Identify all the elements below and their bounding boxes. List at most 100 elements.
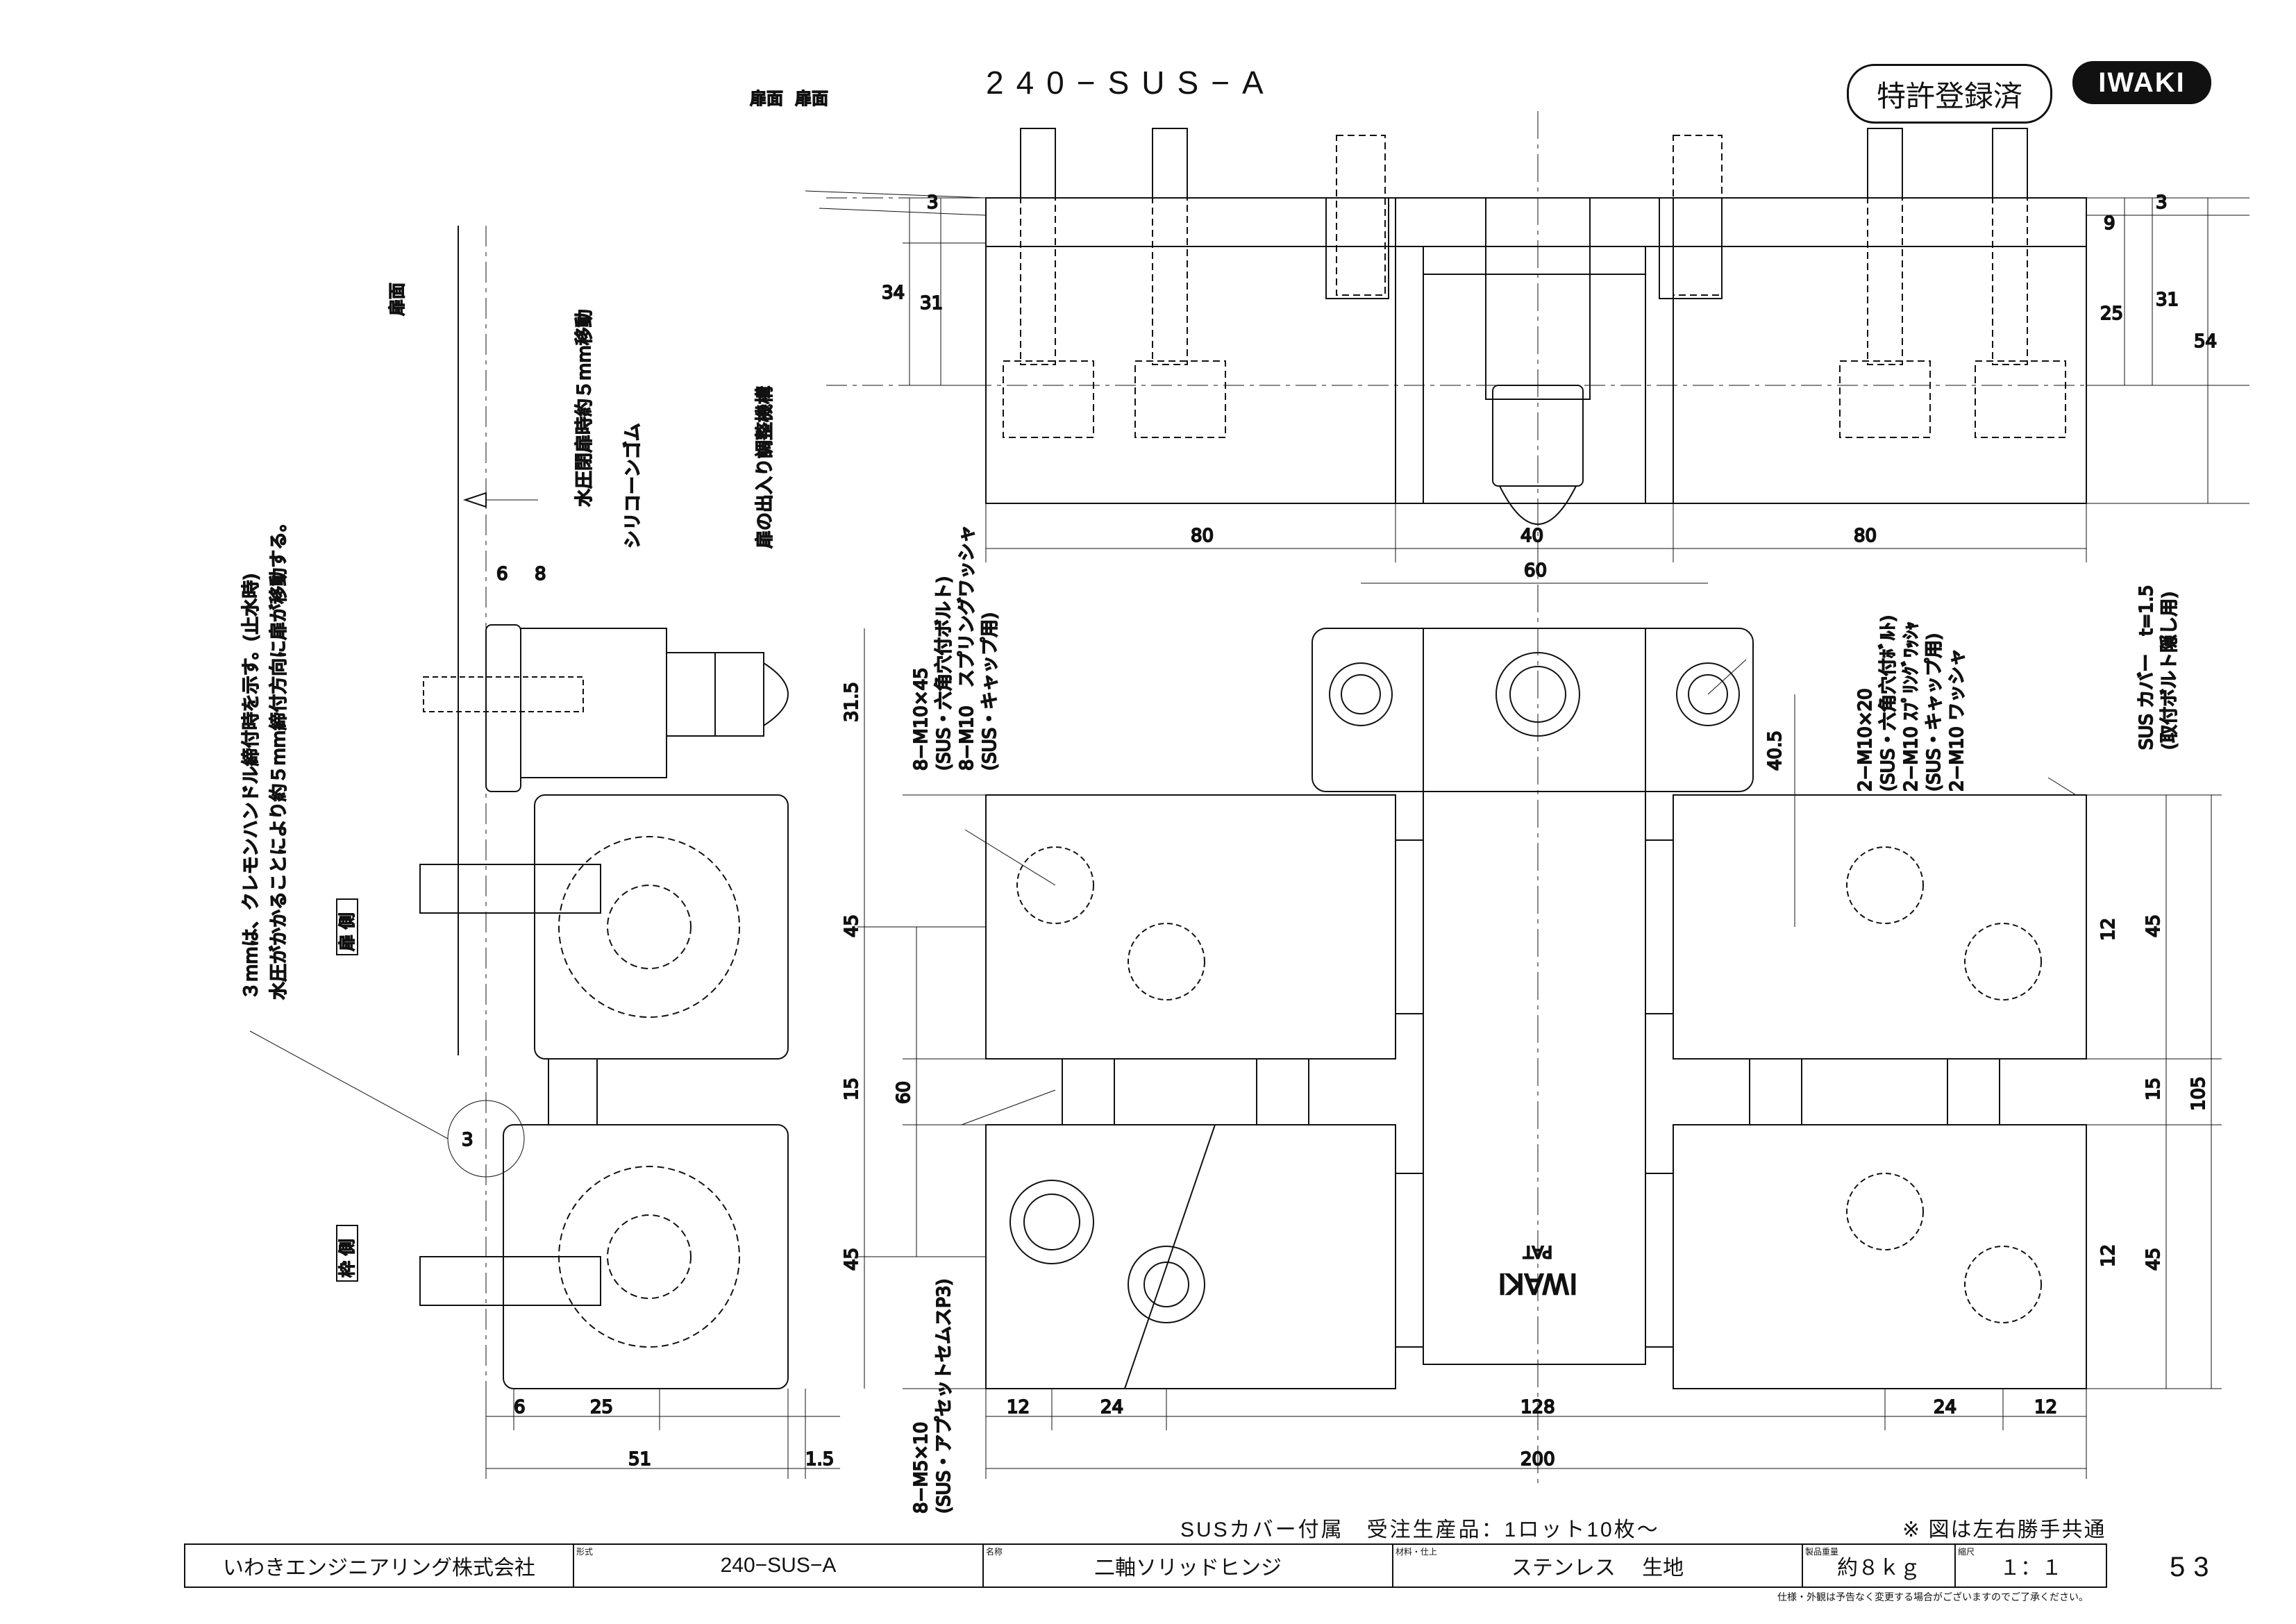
top-nut [1492, 385, 1584, 487]
center-stamp-iwaki: IWAKI [1498, 1267, 1578, 1299]
tb-model: 形式 240−SUS−A [574, 1545, 984, 1587]
tb-company-value: いわきエンジニアリング株式会社 [223, 1557, 535, 1580]
dim-top-25: 25 [2100, 303, 2123, 324]
dim-top-34: 34 [882, 283, 905, 303]
dim-top-54: 54 [2194, 331, 2217, 352]
svg-text:2−M10 ワッシャ: 2−M10 ワッシャ [1947, 648, 1968, 792]
cover-spec-annotation: SUS カバー t=1.5 (取付ボルト隠し用) [2136, 584, 2181, 751]
side-upper-block [534, 794, 789, 1060]
footer-disclaimer: 仕様・外観は予告なく変更する場合がございますのでご了承ください。 [1777, 1591, 2088, 1602]
side-dim-8: 8 [535, 564, 546, 585]
svg-text:(SUS・六角穴付ﾎﾞﾙﾄ): (SUS・六角穴付ﾎﾞﾙﾄ) [1878, 615, 1899, 792]
svg-text:(SUS・六角穴付ボルト): (SUS・六角穴付ボルト) [934, 576, 955, 771]
svg-text:2−M10 ｽﾌﾟﾘﾝｸﾞﾜｯｼｬ: 2−M10 ｽﾌﾟﾘﾝｸﾞﾜｯｼｬ [1901, 621, 1922, 792]
side-dim-51: 51 [628, 1449, 651, 1470]
side-view [249, 226, 840, 1479]
top-plate [985, 197, 2087, 247]
dim-12-right: 12 [2034, 1397, 2057, 1418]
dim-128: 128 [1520, 1397, 1555, 1418]
top-center-block [1423, 274, 1646, 504]
dim-12-b: 12 [2098, 1244, 2119, 1267]
dim-60-left: 60 [894, 1081, 914, 1104]
top-bolts [1003, 128, 2066, 438]
svg-text:8−M10×45: 8−M10×45 [911, 667, 932, 771]
dim-top-31: 31 [920, 293, 943, 314]
label-door-side: 扉 側 [337, 912, 357, 951]
tb-material: 材料・仕上 ステンレス 生地 [1393, 1545, 1803, 1587]
front-leaf-tl [985, 794, 1396, 1060]
set-spec-annotation: 8−M5×10 (SUS・アプセットセムスP3) [910, 1278, 955, 1514]
side-dim-6-bot: 6 [514, 1397, 526, 1418]
tb-material-label: 材料・仕上 [1396, 1547, 1438, 1557]
dim-105: 105 [2188, 1076, 2209, 1111]
dim-40-5: 40.5 [1765, 730, 1786, 771]
dim-top-40: 40 [1520, 526, 1543, 546]
front-bolt-heads [1009, 652, 2042, 1323]
side-nut [548, 1058, 598, 1125]
dim-200: 200 [1520, 1449, 1555, 1470]
label-note-line1: ３mmは、クレモンハンドル締付時を示す。(止水時) [241, 574, 262, 1000]
side-adjuster [520, 628, 667, 778]
cover-note: SUSカバー付属 受注生産品：1ロット10枚〜 [1180, 1518, 1660, 1541]
top-left-leaf [985, 197, 1396, 504]
tb-weight: 製品重量 約８ｋｇ [1803, 1545, 1956, 1587]
dim-24-left: 24 [1100, 1397, 1123, 1418]
tb-name-value: 二軸ソリッドヒンジ [1094, 1557, 1282, 1580]
svg-text:(SUS・キャップ用): (SUS・キャップ用) [980, 612, 1000, 771]
label-door-face-b: 扉面 [795, 89, 828, 108]
front-leaf-bl [985, 1124, 1396, 1389]
drawing-title: 240−SUS−A [986, 65, 1276, 101]
dim-45-d: 45 [2143, 1248, 2164, 1271]
dim-45-a: 45 [841, 914, 862, 937]
side-dim-6-top: 6 [496, 564, 508, 585]
dim-15-right: 15 [2143, 1078, 2164, 1100]
side-dim-3: 3 [462, 1130, 474, 1150]
tb-scale-value: １：１ [2000, 1557, 2062, 1580]
top-right-leaf [1673, 197, 2087, 504]
side-dim-1-5: 1.5 [805, 1449, 834, 1470]
dim-31-5: 31.5 [841, 682, 862, 722]
title-block: いわきエンジニアリング株式会社 形式 240−SUS−A 名称 二軸ソリッドヒン… [184, 1543, 2107, 1588]
tb-weight-label: 製品重量 [1805, 1547, 1839, 1557]
page-number: 53 [2170, 1552, 2218, 1582]
right-spec-annotation: 2−M10×20 (SUS・六角穴付ﾎﾞﾙﾄ) 2−M10 ｽﾌﾟﾘﾝｸﾞﾜｯｼ… [1854, 614, 1968, 792]
dim-top-80-left: 80 [1191, 526, 1214, 546]
dim-12-a: 12 [2098, 918, 2119, 941]
dim-45-b: 45 [841, 1248, 862, 1271]
side-door-plate [485, 624, 521, 792]
dim-top-3-right: 3 [2156, 192, 2168, 213]
dim-60-top: 60 [1524, 560, 1547, 581]
svg-text:SUS カバー t=1.5: SUS カバー t=1.5 [2136, 585, 2157, 750]
dim-top-3: 3 [927, 192, 939, 213]
dim-15: 15 [841, 1078, 862, 1100]
label-note-line2: 水圧がかかることにより約５mm締付方向に扉が移動する。 [269, 514, 290, 1000]
svg-text:(SUS・アプセットセムスP3): (SUS・アプセットセムスP3) [934, 1278, 955, 1514]
tb-scale: 縮尺 １：１ [1956, 1545, 2106, 1587]
label-door-face-c: 扉面 [387, 283, 407, 316]
label-silicone: シリコーンゴム [623, 423, 644, 549]
dim-45-c: 45 [2143, 914, 2164, 937]
svg-text:2−M10×20: 2−M10×20 [1855, 688, 1876, 792]
label-frame-side: 枠 側 [337, 1239, 357, 1278]
patent-badge: 特許登録済 [1847, 64, 2052, 124]
top-view [805, 111, 2249, 1486]
svg-text:8−M5×10: 8−M5×10 [911, 1422, 932, 1514]
bolt-spec-annotation: 8−M10×45 (SUS・六角穴付ボルト) 8−M10 スプリングワッシャ (… [910, 524, 1001, 771]
front-nuts [1062, 1058, 2000, 1125]
tb-company: いわきエンジニアリング株式会社 [185, 1545, 574, 1587]
svg-text:(SUS・キャップ用): (SUS・キャップ用) [1924, 633, 1945, 792]
tb-material-value: ステンレス 生地 [1511, 1557, 1684, 1580]
center-stamp-pat: PAT [1523, 1242, 1552, 1262]
dim-top-31-right: 31 [2156, 290, 2179, 310]
tb-model-label: 形式 [576, 1547, 594, 1557]
tb-model-value: 240−SUS−A [720, 1554, 837, 1577]
tb-name-label: 名称 [986, 1547, 1003, 1557]
front-leaf-br [1673, 1124, 2087, 1389]
svg-text:(取付ボルト隠し用): (取付ボルト隠し用) [2159, 592, 2180, 750]
tb-name: 名称 二軸ソリッドヒンジ [984, 1545, 1393, 1587]
label-move-note: 水圧閉扉時約５mm移動 [574, 309, 595, 507]
front-leaf-tr [1673, 794, 2087, 1060]
front-view [857, 583, 2222, 1479]
side-dim-25: 25 [590, 1397, 613, 1418]
